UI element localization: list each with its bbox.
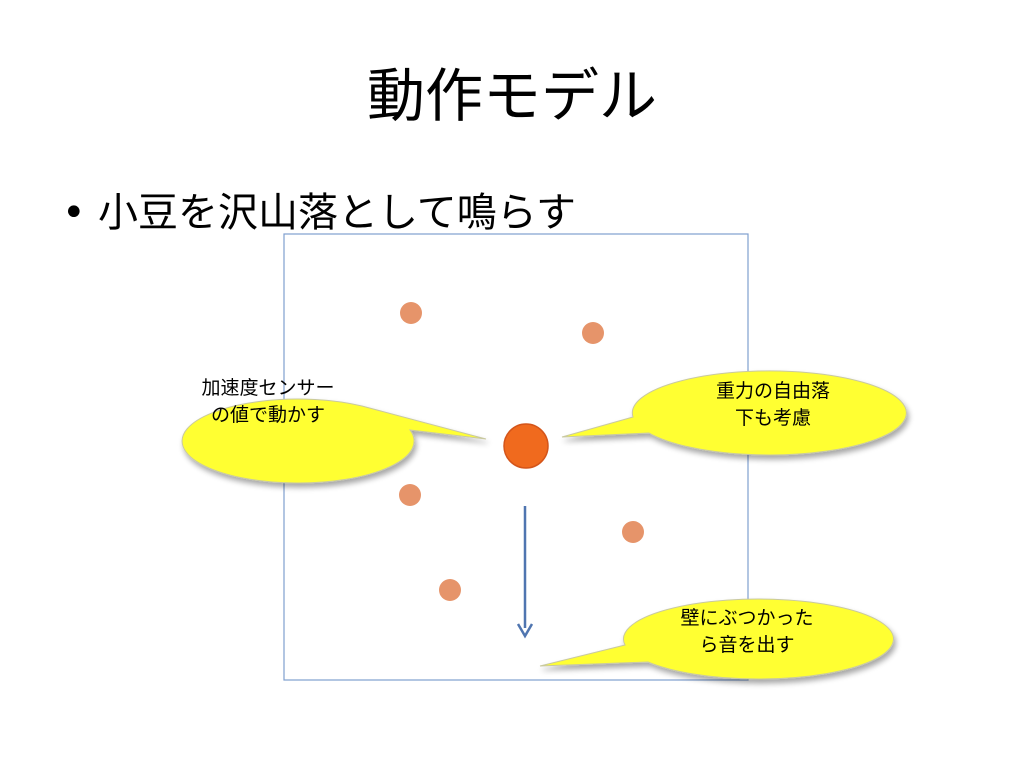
- bean: [439, 579, 461, 601]
- bullet-item: • 小豆を沢山落として鳴らす: [62, 186, 576, 240]
- callout-line: 重力の自由落: [715, 380, 830, 402]
- bean: [400, 302, 422, 324]
- callout-accelerometer: [181, 398, 487, 484]
- callout-gravity: [561, 370, 907, 456]
- callout-line: 加速度センサー: [201, 377, 335, 399]
- main-bean: [503, 423, 549, 469]
- slide-title: 動作モデル: [366, 62, 657, 130]
- callout-line: 下も考慮: [734, 407, 811, 429]
- bean: [622, 521, 644, 543]
- callout-line: 壁にぶつかった: [680, 607, 814, 629]
- callout-wall: [539, 598, 894, 680]
- callout-line: ら音を出す: [699, 634, 795, 656]
- callout-line: の値で動かす: [210, 404, 325, 426]
- callout-wall-text: 壁にぶつかった ら音を出す: [612, 605, 882, 659]
- bullet-symbol: •: [62, 190, 86, 236]
- callout-accelerometer-text: 加速度センサー の値で動かす: [152, 375, 384, 429]
- bean: [582, 322, 604, 344]
- gravity-arrow: [516, 506, 534, 639]
- bullet-text: 小豆を沢山落として鳴らす: [98, 190, 576, 236]
- callout-gravity-text: 重力の自由落 下も考慮: [636, 378, 910, 432]
- bean: [399, 484, 421, 506]
